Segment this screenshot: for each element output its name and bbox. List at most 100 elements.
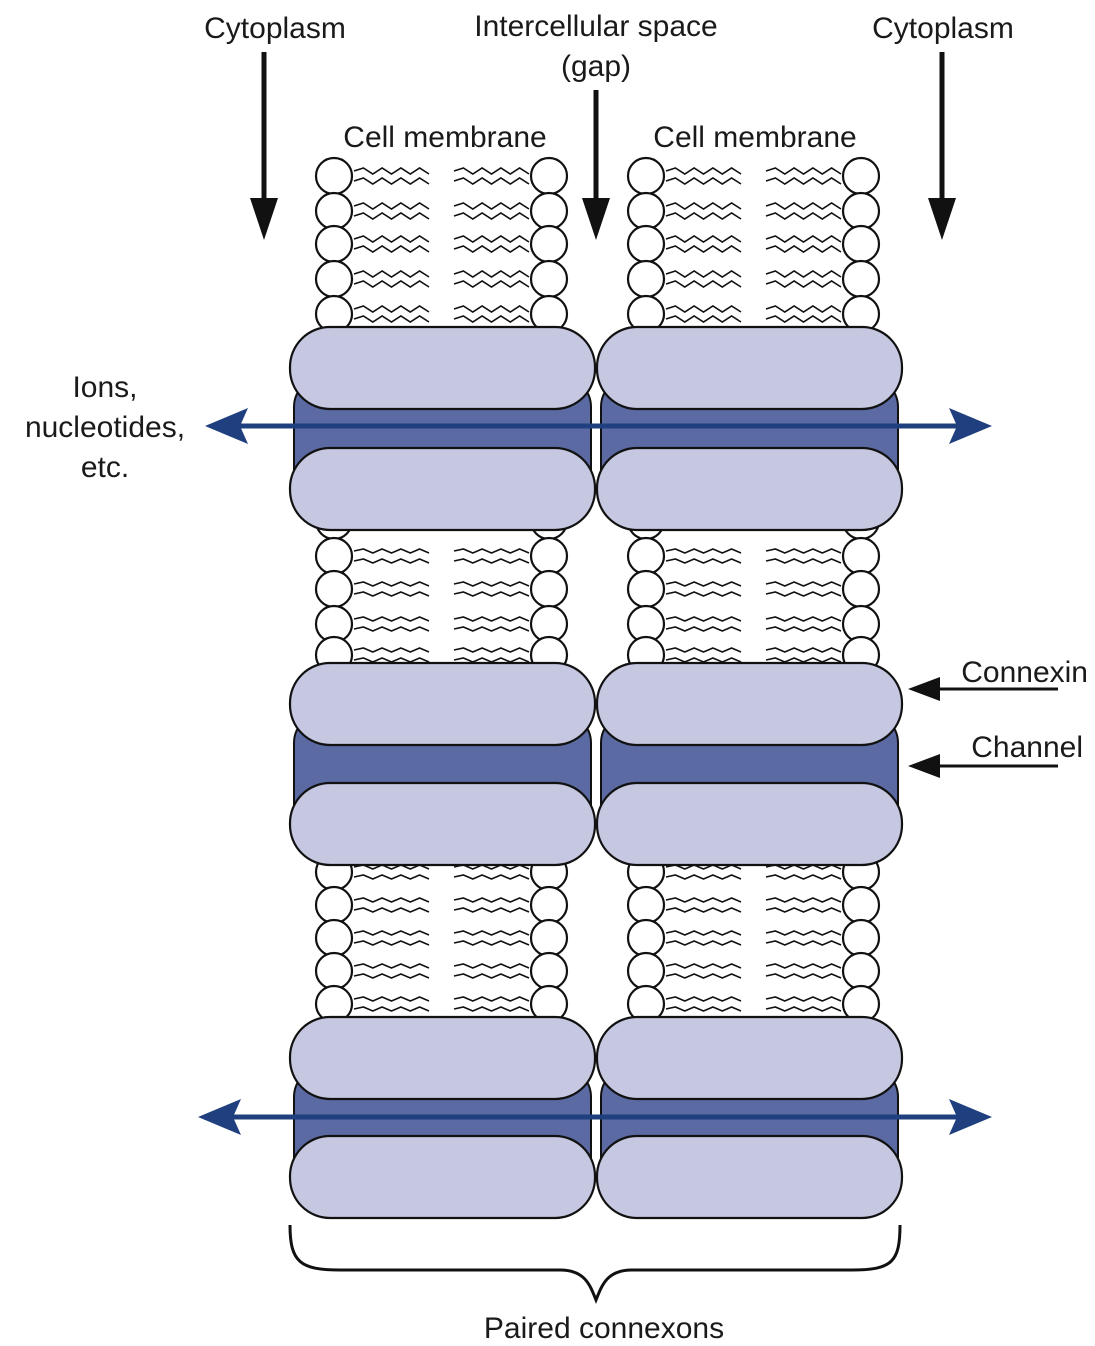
lipid-tail — [665, 548, 742, 554]
lipid-tail — [765, 907, 842, 913]
lipid-tail — [353, 591, 430, 597]
lipid-tail — [665, 930, 742, 936]
lipid-tail — [453, 315, 530, 323]
lipid-tail — [665, 235, 742, 243]
cell-membrane-right-label: Cell membrane — [653, 121, 856, 154]
connexin-block — [288, 1015, 597, 1101]
lipid-tail — [765, 940, 842, 946]
lipid-head — [626, 224, 666, 264]
lipid-tail — [765, 657, 842, 663]
lipid-tail — [665, 212, 742, 220]
lipid-tail — [453, 973, 530, 979]
channel-label: Channel — [971, 731, 1083, 764]
lipid-head — [529, 156, 569, 196]
connexin-block — [595, 781, 904, 867]
lipid-tail — [765, 973, 842, 979]
lipid-tail — [353, 874, 430, 880]
lipid-tail — [765, 591, 842, 597]
lipid-tail — [665, 963, 742, 969]
connexin-block — [595, 446, 904, 532]
lipid-tail — [353, 1006, 430, 1012]
lipid-head — [529, 951, 569, 991]
lipid-tail — [353, 907, 430, 913]
lipid-tail — [353, 212, 430, 220]
lipid-tail — [765, 930, 842, 936]
ion-flow-arrow-bottom — [198, 1099, 992, 1135]
cytoplasm-right-label: Cytoplasm — [872, 12, 1014, 45]
lipid-tail — [353, 996, 430, 1002]
lipid-head — [626, 918, 666, 958]
connexin-block — [288, 1134, 597, 1220]
lipid-tail — [765, 1006, 842, 1012]
lipid-tail — [765, 996, 842, 1002]
lipid-tail — [765, 177, 842, 185]
intercellular-gap-arrow — [582, 90, 610, 240]
lipid-tail — [353, 245, 430, 253]
lipid-tail — [765, 581, 842, 587]
lipid-head — [529, 885, 569, 925]
lipid-tail — [665, 973, 742, 979]
lipid-tail — [665, 996, 742, 1002]
lipid-tail — [453, 616, 530, 622]
lipid-tail — [665, 581, 742, 587]
lipid-tail — [765, 647, 842, 653]
lipid-tail — [665, 270, 742, 278]
lipid-tail — [353, 270, 430, 278]
lipid-tail — [765, 270, 842, 278]
cell-membrane-left-label: Cell membrane — [343, 121, 546, 154]
lipid-tail — [765, 548, 842, 554]
lipid-tail — [665, 280, 742, 288]
lipid-tail — [765, 280, 842, 288]
lipid-tail — [453, 591, 530, 597]
lipid-head — [314, 536, 354, 576]
lipid-head — [841, 191, 881, 231]
lipid-head — [841, 885, 881, 925]
lipid-tail — [665, 558, 742, 564]
lipid-tail — [353, 626, 430, 632]
ions-label-line1: Ions, — [72, 371, 137, 404]
lipid-tail — [665, 647, 742, 653]
lipid-tail — [765, 315, 842, 323]
lipid-tail — [453, 626, 530, 632]
connexin-block — [595, 1134, 904, 1220]
lipid-tail — [453, 647, 530, 653]
lipid-head — [841, 918, 881, 958]
lipid-head — [626, 259, 666, 299]
ions-label-line3: etc. — [81, 451, 129, 484]
connexin-block — [595, 325, 904, 411]
lipid-tail — [453, 1006, 530, 1012]
connexin-block — [288, 325, 597, 411]
lipid-tail — [453, 177, 530, 185]
lipid-tail — [353, 973, 430, 979]
lipid-head — [626, 536, 666, 576]
lipid-head — [529, 918, 569, 958]
lipid-tail — [665, 177, 742, 185]
lipid-tail — [665, 616, 742, 622]
lipid-tail — [765, 212, 842, 220]
lipid-tail — [765, 202, 842, 210]
lipid-tail — [665, 940, 742, 946]
connexin-block — [595, 661, 904, 747]
cytoplasm-left-arrow — [250, 52, 278, 240]
cytoplasm-left-label: Cytoplasm — [204, 12, 346, 45]
lipid-tail — [453, 864, 530, 870]
lipid-tail — [353, 940, 430, 946]
lipid-tail — [453, 581, 530, 587]
lipid-tail — [453, 930, 530, 936]
lipid-head — [626, 951, 666, 991]
intercellular-space-label: Intercellular space — [474, 10, 717, 43]
lipid-tail — [453, 558, 530, 564]
lipid-tail — [665, 864, 742, 870]
lipid-head — [841, 569, 881, 609]
lipid-tail — [453, 963, 530, 969]
lipid-tail — [453, 548, 530, 554]
lipid-tail — [665, 907, 742, 913]
lipid-head — [626, 156, 666, 196]
lipid-head — [529, 569, 569, 609]
lipid-head — [314, 885, 354, 925]
lipid-tail — [353, 558, 430, 564]
cytoplasm-right-arrow — [928, 52, 956, 240]
lipid-tail — [765, 558, 842, 564]
lipid-tail — [765, 305, 842, 313]
